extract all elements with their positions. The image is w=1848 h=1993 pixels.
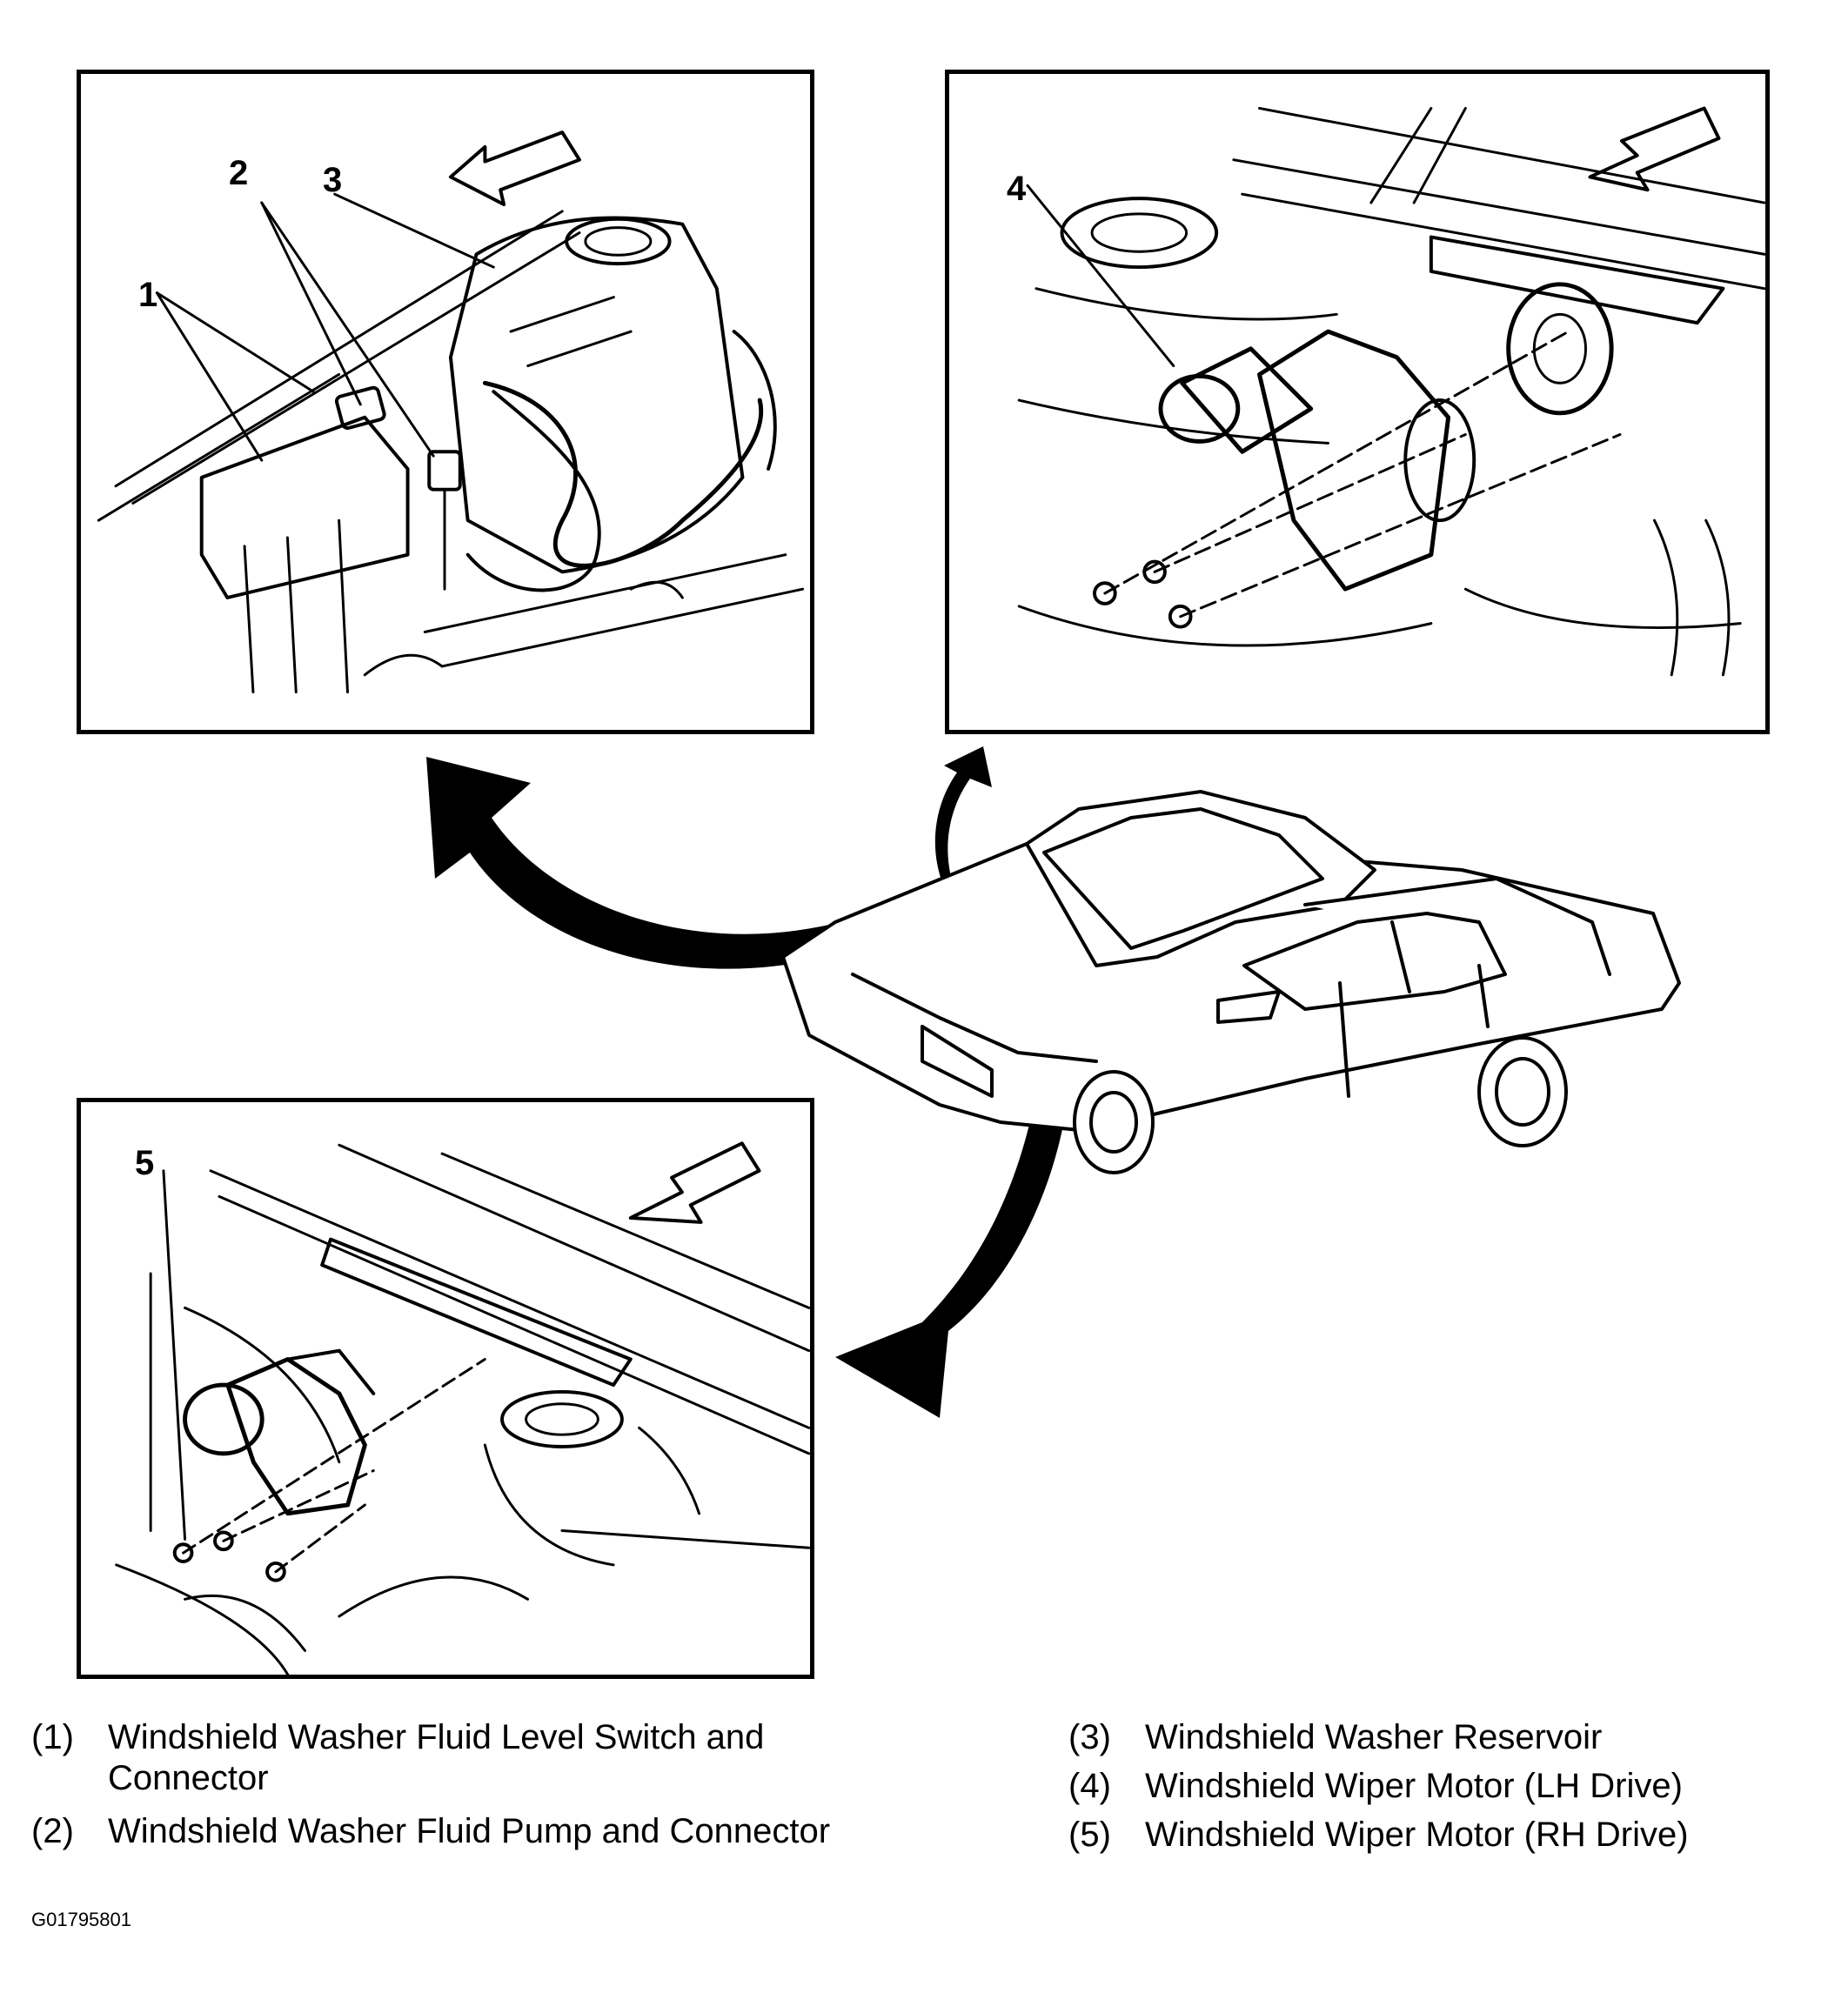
- legend-text: Windshield Washer Fluid Pump and Connect…: [108, 1812, 831, 1850]
- wiper-motor-shape: [1180, 346, 1314, 454]
- callout-4: 4: [1007, 170, 1027, 208]
- forward-arrow-icon: [628, 1141, 761, 1224]
- legend-text: Windshield Washer Fluid Level Switch and…: [108, 1718, 765, 1797]
- legend-text: Windshield Wiper Motor (RH Drive): [1145, 1816, 1689, 1854]
- wiper-motor-lh-illustration: [1017, 106, 1765, 677]
- callout-2: 2: [229, 154, 249, 192]
- sedan-icon: [781, 790, 1681, 1174]
- reservoir-illustration: [97, 130, 805, 694]
- pointer-arrow-to-rh-motor-icon: [835, 974, 1074, 1418]
- forward-arrow-icon: [1588, 106, 1721, 192]
- callout-5: 5: [135, 1144, 155, 1182]
- figure-id: G01795801: [31, 1909, 131, 1930]
- detail-panel-reservoir: 2 3 1: [77, 70, 814, 734]
- pointer-arrow-to-lh-motor-icon: [934, 746, 992, 905]
- legend-number: (2): [31, 1812, 74, 1850]
- legend-number: (4): [1068, 1767, 1111, 1805]
- detail-panel-wiper-motor-lh: 4: [945, 70, 1770, 734]
- legend-text: Windshield Washer Reservoir: [1145, 1718, 1603, 1756]
- forward-arrow-icon: [448, 130, 581, 206]
- wiper-motor-rh-illustration: [115, 1141, 810, 1675]
- callout-3: 3: [323, 161, 343, 199]
- legend-number: (3): [1068, 1718, 1111, 1756]
- legend-number: (5): [1068, 1816, 1111, 1854]
- legend-text: Windshield Wiper Motor (LH Drive): [1145, 1767, 1683, 1805]
- detail-panel-wiper-motor-rh: 5: [77, 1098, 814, 1679]
- pointer-arrow-to-reservoir-icon: [426, 757, 870, 969]
- callout-1: 1: [138, 276, 158, 314]
- legend-number: (1): [31, 1718, 74, 1756]
